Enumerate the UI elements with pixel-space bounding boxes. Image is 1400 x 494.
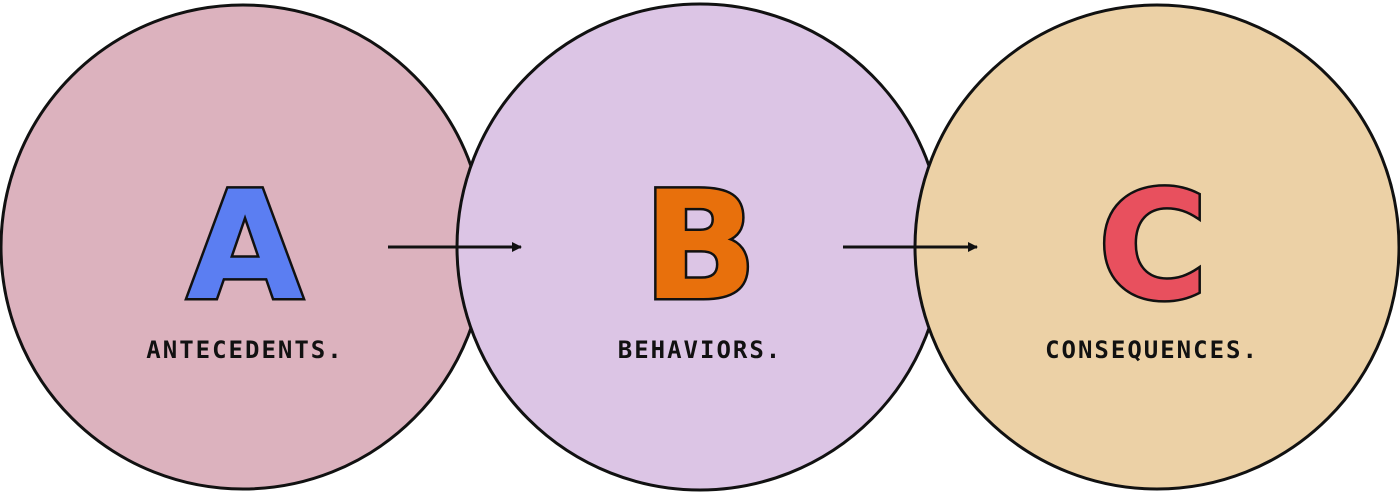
letter-a: A bbox=[187, 160, 303, 334]
letter-b: B bbox=[643, 160, 757, 334]
letter-c: C bbox=[1098, 160, 1208, 334]
label-behaviors: BEHAVIORS. bbox=[618, 336, 783, 364]
label-consequences: CONSEQUENCES. bbox=[1045, 336, 1259, 364]
label-antecedents: ANTECEDENTS. bbox=[146, 336, 343, 364]
